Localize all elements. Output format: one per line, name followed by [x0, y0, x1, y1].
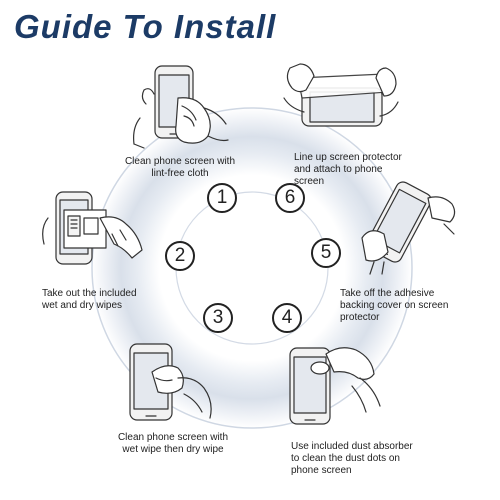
step-4-number: 4	[272, 303, 302, 333]
page-title: Guide To Install	[14, 8, 277, 45]
phone-cloth-icon	[133, 65, 229, 149]
step-6-number: 6	[275, 183, 305, 213]
wet-wipe-icon	[129, 343, 212, 421]
peel-backing-icon	[361, 181, 456, 275]
wipe-packet-icon	[42, 191, 143, 265]
step-2-caption: Take out the included wet and dry wipes	[42, 288, 137, 311]
step-3-caption: Clean phone screen with wet wipe then dr…	[117, 432, 229, 455]
step-2-illustration	[40, 188, 150, 280]
step-1-caption: Clean phone screen with lint-free cloth	[124, 156, 236, 179]
step-6-illustration	[280, 58, 405, 143]
dust-absorber-icon	[289, 347, 381, 425]
protector-align-icon	[283, 63, 399, 127]
step-2-number: 2	[165, 241, 195, 271]
step-3-illustration	[118, 338, 228, 430]
step-6-caption: Line up screen protector and attach to p…	[294, 152, 402, 187]
step-3-number: 3	[203, 303, 233, 333]
step-5-caption: Take off the adhesive backing cover on s…	[340, 288, 449, 323]
step-4-caption: Use included dust absorber to clean the …	[291, 441, 413, 476]
step-5-number: 5	[311, 238, 341, 268]
step-1-illustration	[120, 58, 230, 153]
step-4-illustration	[280, 338, 390, 433]
step-5-illustration	[348, 178, 463, 278]
step-1-number: 1	[207, 183, 237, 213]
